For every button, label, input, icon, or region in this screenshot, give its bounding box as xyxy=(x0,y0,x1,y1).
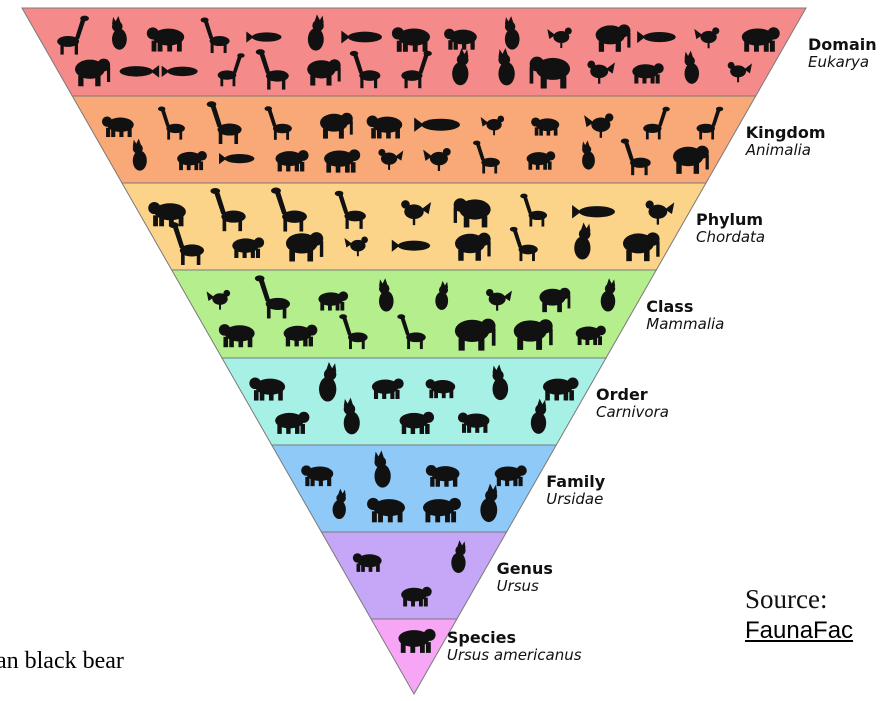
band-fill xyxy=(172,270,657,358)
rank-name: Phylum xyxy=(696,211,765,229)
rank-taxon: Carnivora xyxy=(596,404,669,421)
rank-label-phylum: PhylumChordata xyxy=(696,211,765,247)
rank-band-phylum xyxy=(122,183,706,270)
rank-band-domain xyxy=(22,8,806,96)
rank-name: Family xyxy=(546,473,605,491)
source-credit: Source: FaunaFac xyxy=(745,584,853,645)
band-fill xyxy=(72,96,755,183)
band-fill xyxy=(272,445,557,532)
rank-name: Kingdom xyxy=(746,124,826,142)
rank-name: Genus xyxy=(497,560,553,578)
rank-band-order xyxy=(222,358,606,445)
band-fill xyxy=(22,8,806,96)
rank-taxon: Ursus xyxy=(497,578,553,595)
rank-band-kingdom xyxy=(72,96,755,183)
rank-band-family xyxy=(272,445,557,532)
rank-taxon: Ursidae xyxy=(546,491,605,508)
rank-taxon: Ursus americanus xyxy=(447,647,582,664)
rank-name: Species xyxy=(447,629,582,647)
band-fill xyxy=(122,183,706,270)
rank-taxon: Mammalia xyxy=(646,316,724,333)
rank-band-species xyxy=(371,619,457,694)
source-link[interactable]: FaunaFac xyxy=(745,617,853,645)
rank-taxon: Animalia xyxy=(746,142,826,159)
rank-name: Domain xyxy=(808,36,877,54)
rank-taxon: Chordata xyxy=(696,229,765,246)
rank-name: Class xyxy=(646,298,724,316)
rank-band-genus xyxy=(321,532,506,619)
common-name-caption: erican black bear xyxy=(0,648,124,675)
rank-band-class xyxy=(172,270,657,358)
source-label: Source: xyxy=(745,584,853,615)
rank-name: Order xyxy=(596,386,669,404)
rank-label-class: ClassMammalia xyxy=(646,298,724,334)
rank-taxon: Eukarya xyxy=(808,54,877,71)
